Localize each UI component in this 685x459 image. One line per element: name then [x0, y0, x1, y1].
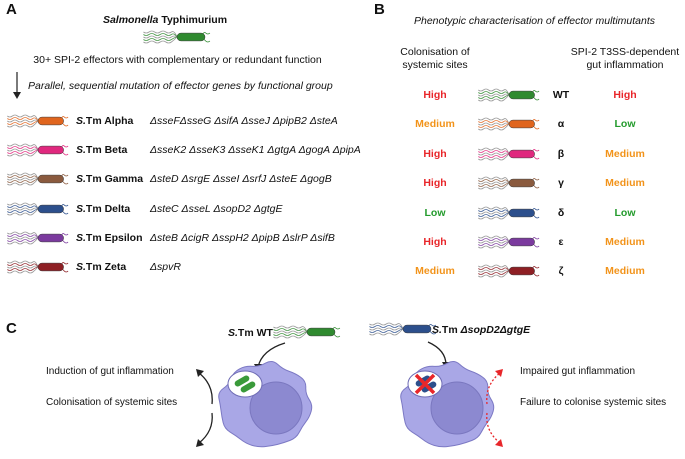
- strain-name-prefix: S.: [76, 144, 86, 156]
- right-line1: Impaired gut inflammation: [520, 366, 636, 377]
- strain-genes: ΔsseK2 ΔsseK3 ΔsseK1 ΔgtgA ΔgogA ΔpipA: [150, 144, 361, 156]
- strain-symbol: WT: [552, 89, 570, 101]
- mutant-title: S.Tm ΔsopD2ΔgtgE: [432, 324, 530, 336]
- inflammation-value: Low: [614, 118, 636, 130]
- inflammation-value: Medium: [605, 148, 645, 160]
- phenotype-bacterium-icon: [478, 206, 540, 220]
- wt-title: S.Tm WT: [228, 327, 273, 339]
- wt-title-text: Tm WT: [237, 327, 273, 339]
- strain-symbol: ε: [558, 236, 564, 248]
- inflammation-value: High: [613, 89, 637, 101]
- inflammation-header-line1: SPI-2 T3SS-dependent: [570, 46, 680, 58]
- strain-name: S.Tm Gamma: [76, 173, 143, 185]
- strain-symbol: β: [557, 148, 565, 160]
- inflammation-header: SPI-2 T3SS-dependent gut inflammation: [560, 46, 685, 72]
- panel-a-arrow-text: Parallel, sequential mutation of effecto…: [28, 80, 333, 92]
- strain-symbol: γ: [558, 177, 564, 189]
- colonisation-value: High: [423, 177, 447, 189]
- strain-name-prefix: S.: [76, 261, 86, 273]
- right-line2: Failure to colonise systemic sites: [520, 397, 667, 408]
- strain-bacterium-icon: [7, 231, 69, 245]
- panel-a-label: A: [6, 1, 17, 18]
- strain-name-text: Tm Epsilon: [85, 232, 143, 244]
- title-genus: Salmonella: [102, 14, 159, 26]
- wt-title-prefix: S.: [228, 327, 238, 339]
- inflammation-value: Medium: [605, 236, 645, 248]
- failure-down-arrow-icon: [486, 412, 501, 444]
- strain-bacterium-icon: [7, 260, 69, 274]
- colonisation-value: High: [423, 236, 447, 248]
- strain-genes: ΔsteD ΔsrgE ΔsseI ΔsrfJ ΔsteE ΔgogB: [150, 173, 332, 185]
- colonisation-value: Medium: [415, 265, 455, 277]
- strain-name: S.Tm Zeta: [76, 261, 126, 273]
- strain-symbol: ζ: [558, 265, 564, 277]
- inflammation-value: Medium: [605, 265, 645, 277]
- strain-name-prefix: S.: [76, 173, 86, 185]
- phenotype-bacterium-icon: [478, 88, 540, 102]
- left-line2: Colonisation of systemic sites: [46, 397, 178, 408]
- panel-b-title: Phenotypic characterisation of effector …: [414, 15, 656, 27]
- strain-bacterium-icon: [7, 143, 69, 157]
- colonisation-header-line1: Colonisation of: [400, 46, 470, 58]
- wt-host-cell-icon: [218, 360, 313, 448]
- phenotype-bacterium-icon: [478, 147, 540, 161]
- strain-genes: ΔspvR: [150, 261, 181, 273]
- mutant-host-cell-icon: [400, 360, 495, 448]
- title-species: Typhimurium: [158, 14, 228, 26]
- strain-symbol: α: [557, 118, 565, 130]
- inflammation-up-arrow-icon: [198, 372, 213, 405]
- mutant-title-mid: Tm: [441, 324, 461, 336]
- colonisation-value: Low: [424, 207, 446, 219]
- phenotype-bacterium-icon: [478, 117, 540, 131]
- mutant-bacterium-c-icon: [369, 322, 437, 336]
- strain-symbol: δ: [557, 207, 565, 219]
- strain-name-text: Tm Delta: [85, 203, 131, 215]
- impaired-up-arrow-icon: [486, 372, 501, 405]
- strain-genes: ΔsteB ΔcigR ΔsspH2 ΔpipB ΔslrP ΔsifB: [150, 232, 335, 244]
- colonisation-value: High: [423, 148, 447, 160]
- strain-name: S.Tm Alpha: [76, 115, 133, 127]
- mutant-title-genes: ΔsopD2ΔgtgE: [460, 324, 531, 336]
- colonisation-value: Medium: [415, 118, 455, 130]
- strain-genes: ΔsseFΔsseG ΔsifA ΔsseJ ΔpipB2 ΔsteA: [150, 115, 338, 127]
- strain-name-text: Tm Zeta: [85, 261, 127, 273]
- wt-bacterium-c-icon: [273, 325, 341, 339]
- strain-name: S.Tm Beta: [76, 144, 127, 156]
- strain-genes: ΔsteC ΔsseL ΔsopD2 ΔgtgE: [150, 203, 283, 215]
- panel-b-label: B: [374, 1, 385, 18]
- phenotype-bacterium-icon: [478, 264, 540, 278]
- panel-a-subtitle: 30+ SPI-2 effectors with complementary o…: [33, 54, 322, 66]
- panel-c-label: C: [6, 320, 17, 337]
- strain-name: S.Tm Epsilon: [76, 232, 143, 244]
- phenotype-bacterium-icon: [478, 176, 540, 190]
- wt-bacterium-icon: [143, 30, 211, 44]
- colonisation-down-arrow-icon: [198, 412, 213, 444]
- panel-a-title: Salmonella Typhimurium: [90, 14, 240, 26]
- colonisation-value: High: [423, 89, 447, 101]
- strain-name-prefix: S.: [76, 203, 86, 215]
- inflammation-value: Low: [614, 207, 636, 219]
- strain-name-prefix: S.: [76, 115, 86, 127]
- strain-name: S.Tm Delta: [76, 203, 130, 215]
- strain-bacterium-icon: [7, 172, 69, 186]
- phenotype-bacterium-icon: [478, 235, 540, 249]
- colonisation-header-line2: systemic sites: [402, 59, 468, 71]
- strain-name-text: Tm Beta: [85, 144, 128, 156]
- mutant-entry-arrow-icon: [427, 341, 447, 366]
- strain-name-text: Tm Alpha: [85, 115, 134, 127]
- strain-name-prefix: S.: [76, 232, 86, 244]
- inflammation-value: Medium: [605, 177, 645, 189]
- strain-name-text: Tm Gamma: [85, 173, 144, 185]
- inflammation-header-line2: gut inflammation: [586, 59, 664, 71]
- left-line1: Induction of gut inflammation: [46, 366, 174, 377]
- strain-bacterium-icon: [7, 114, 69, 128]
- mutant-title-prefix: S.: [432, 324, 442, 336]
- colonisation-header: Colonisation of systemic sites: [380, 46, 490, 72]
- strain-bacterium-icon: [7, 202, 69, 216]
